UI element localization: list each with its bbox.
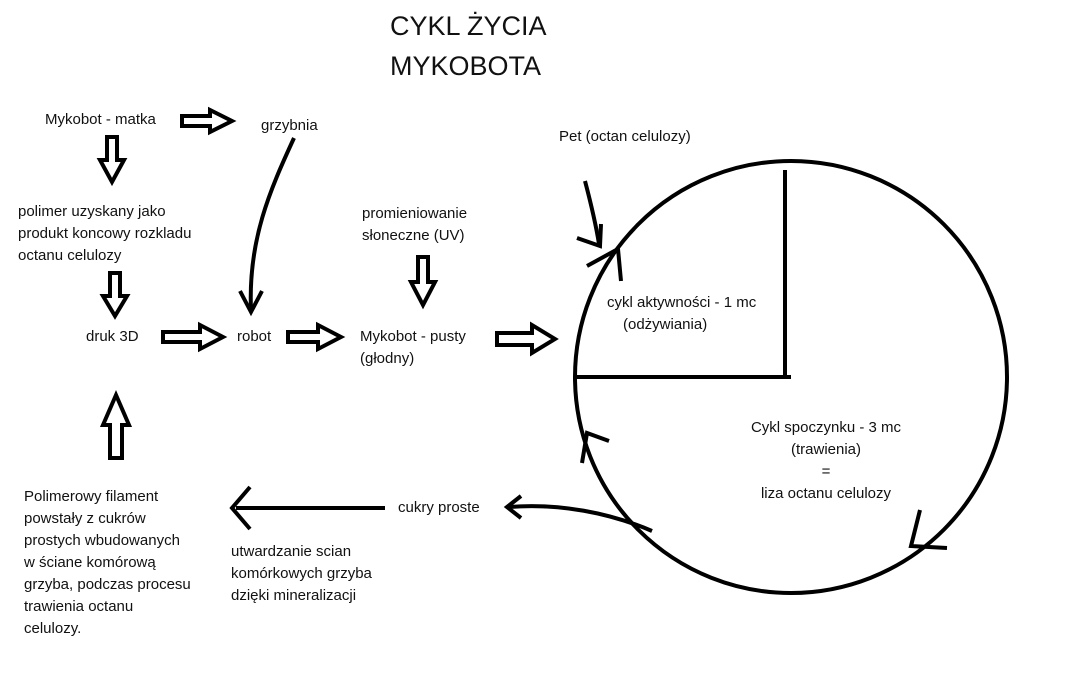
node-3d-print: druk 3D: [86, 328, 139, 345]
title-line-1: CYKL ŻYCIA: [390, 11, 547, 41]
arrow-filament-to-3d: [99, 389, 133, 460]
arrow-uv-to-mykobot: [407, 255, 439, 310]
filament-line-4: w ściane komórową: [24, 554, 156, 571]
uv-line-2: słoneczne (UV): [362, 227, 465, 244]
title-line-2: MYKOBOTA: [390, 51, 542, 81]
arrow-mycelium-to-robot: [248, 137, 296, 311]
filament-line-3: prostych wbudowanych: [24, 532, 180, 549]
polymer-line-1: polimer uzyskany jako: [18, 203, 166, 220]
mykobot-line-2: (głodny): [360, 350, 415, 367]
filament-line-5: grzyba, podczas procesu: [24, 576, 191, 593]
node-empty-mykobot: Mykobot - pusty (głodny): [360, 326, 466, 370]
node-rest-cycle: Cykl spoczynku - 3 mc (trawienia) = liza…: [746, 417, 906, 505]
hardening-line-2: komórkowych grzyba: [231, 565, 372, 582]
active-line-1: cykl aktywności - 1 mc: [607, 294, 757, 311]
polymer-line-2: produkt koncowy rozkladu: [18, 225, 192, 242]
mykobot-line-1: Mykobot - pusty: [360, 328, 466, 345]
arrow-mykobot-to-cycle: [495, 321, 559, 357]
circle-arrow-top: [586, 245, 623, 282]
polymer-line-3: octanu celulozy: [18, 247, 122, 264]
hardening-line-1: utwardzanie scian: [231, 543, 352, 560]
rest-line-2: (trawienia): [790, 441, 862, 458]
node-robot: robot: [237, 328, 272, 345]
circle-arrow-left: [580, 430, 610, 464]
filament-line-6: trawienia octanu: [24, 598, 134, 615]
filament-line-2: powstały z cukrów: [24, 510, 146, 527]
arrow-robot-to-mykobot: [286, 321, 346, 353]
uv-line-1: promieniowanie: [362, 205, 468, 222]
node-mother: Mykobot - matka: [45, 111, 156, 128]
rest-line-4: liza octanu celulozy: [760, 485, 892, 502]
rest-line-1: Cykl spoczynku - 3 mc: [750, 419, 902, 436]
node-mycelium: grzybnia: [261, 117, 318, 134]
filament-line-1: Polimerowy filament: [24, 488, 159, 505]
node-hardening: utwardzanie scian komórkowych grzyba dzi…: [231, 541, 372, 607]
active-line-2: (odżywiania): [623, 316, 708, 333]
arrow-cycle-to-sugars: [508, 504, 653, 533]
arrow-pet-to-cycle: [583, 180, 601, 245]
node-polymer: polimer uzyskany jako produkt koncowy ro…: [18, 201, 191, 267]
rest-line-3: =: [821, 463, 831, 480]
circle-arrow-bottom: [908, 509, 948, 550]
node-filament: Polimerowy filament powstały z cukrów pr…: [24, 486, 191, 640]
cycle-circle: [573, 159, 1009, 595]
node-uv: promieniowanie słoneczne (UV): [362, 203, 467, 247]
hardening-line-3: dzięki mineralizacji: [231, 587, 357, 604]
diagram-title: CYKL ŻYCIA MYKOBOTA: [390, 6, 547, 86]
arrow-3d-to-robot: [161, 321, 228, 353]
node-pet: Pet (octan celulozy): [559, 128, 691, 145]
node-active-cycle: cykl aktywności - 1 mc (odżywiania): [607, 292, 756, 336]
node-simple-sugars: cukry proste: [398, 499, 480, 516]
arrow-mother-to-polymer: [96, 135, 128, 187]
filament-line-7: celulozy.: [24, 620, 82, 637]
arrow-polymer-to-3d: [99, 271, 131, 320]
arrow-mother-to-mycelium: [180, 106, 237, 136]
